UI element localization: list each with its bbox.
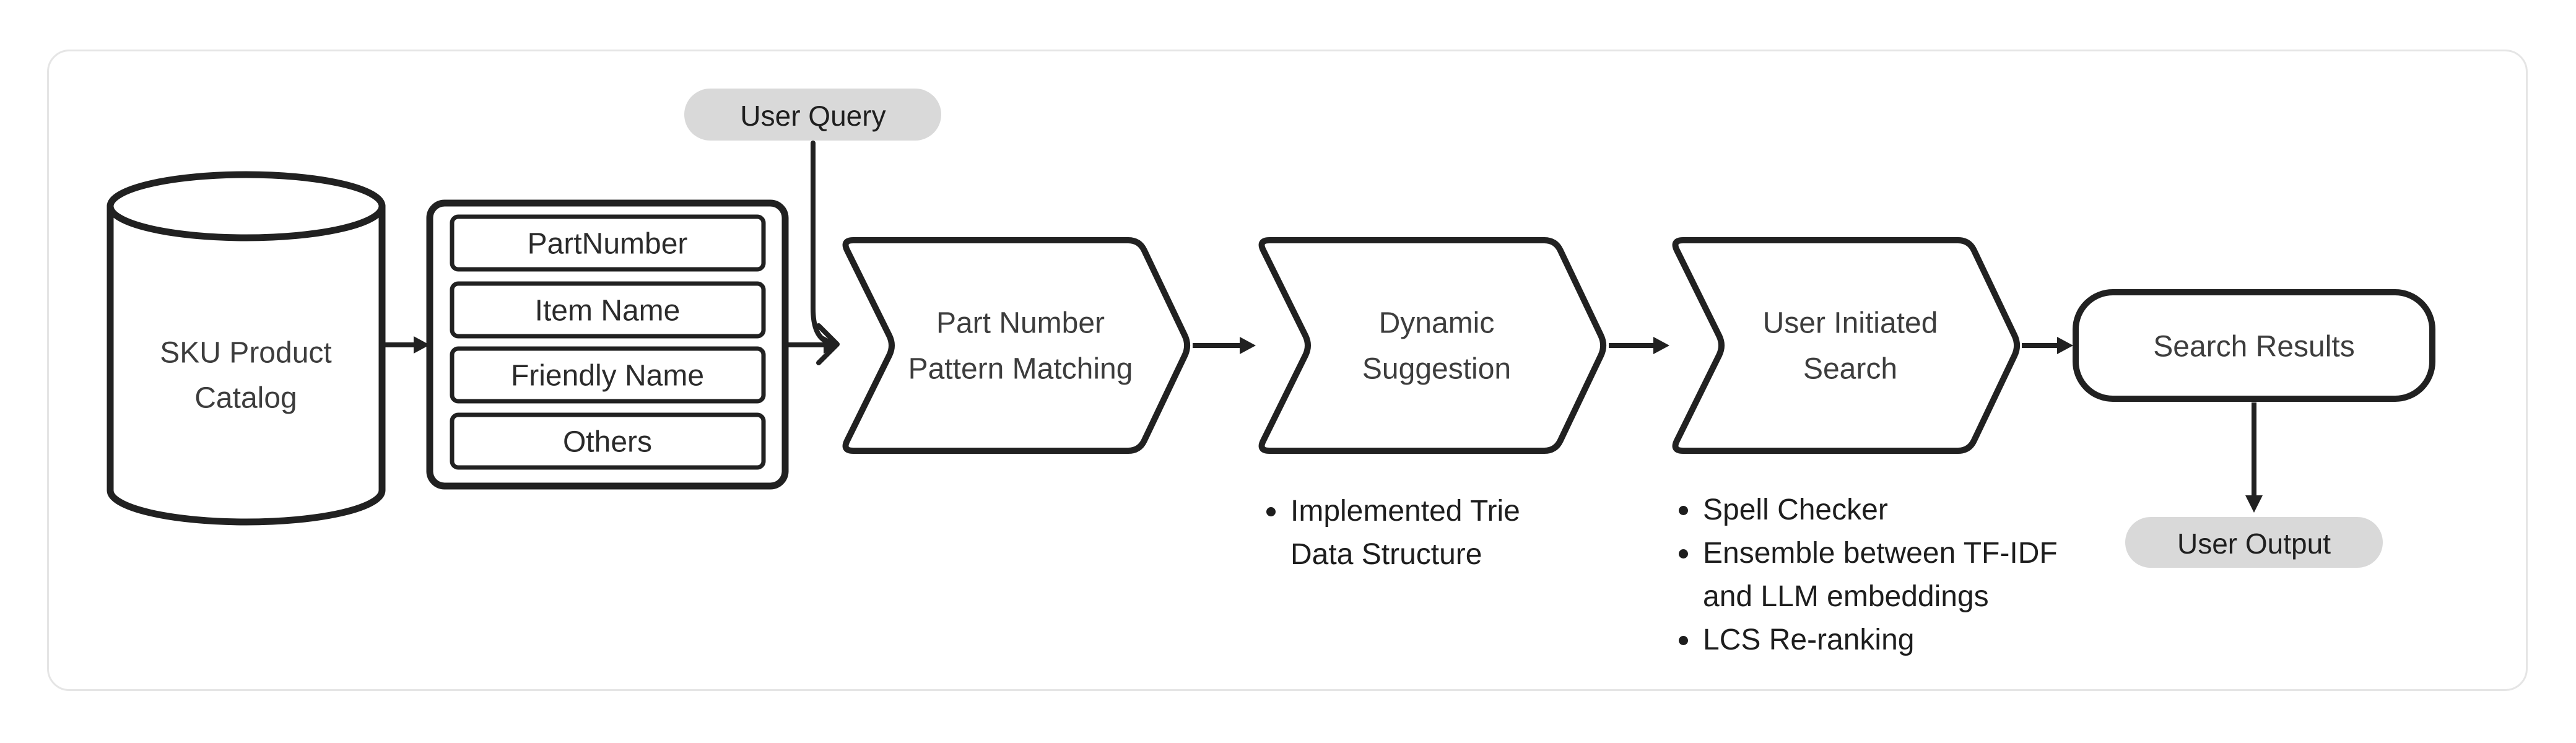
- note-item: LCS Re-ranking: [1679, 619, 2058, 662]
- edge-pattern-to-suggestion: [1193, 337, 1256, 354]
- user-initiated-search-notes: Spell Checker Ensemble between TF-IDF an…: [1679, 489, 2058, 662]
- arrowhead-icon: [1240, 337, 1256, 354]
- user-initiated-search-label-line2: Search: [1803, 353, 1897, 386]
- dynamic-suggestion-node: Dynamic Suggestion: [1262, 240, 1604, 451]
- arrowhead-down-icon: [2245, 495, 2263, 513]
- edge-suggestion-to-search: [1609, 337, 1669, 354]
- bullet-icon: [1266, 507, 1276, 516]
- database-cylinder-top: [107, 171, 386, 241]
- user-output-label: User Output: [2177, 528, 2331, 560]
- user-output-pill: [2125, 517, 2383, 568]
- user-query-label: User Query: [740, 100, 886, 132]
- user-initiated-search-label-line1: User Initiated: [1763, 307, 1938, 340]
- sku-product-catalog-node: SKU Product Catalog: [107, 171, 386, 526]
- edge-user-query-curve: [811, 141, 835, 345]
- edge-fields-to-pattern-matching: [788, 336, 840, 354]
- arrowhead-icon: [414, 336, 430, 354]
- edge-catalog-to-fields: [385, 336, 430, 354]
- note-line: and LLM embeddings: [1703, 580, 1989, 613]
- note-line: Ensemble between TF-IDF: [1703, 537, 2058, 570]
- bullet-icon: [1679, 506, 1688, 515]
- note-item: Ensemble between TF-IDF and LLM embeddin…: [1679, 532, 2058, 619]
- user-query-pill: [684, 89, 941, 141]
- search-results-node: Search Results: [2073, 289, 2435, 402]
- field-row: [450, 214, 766, 272]
- bullet-icon: [1679, 549, 1688, 558]
- field-row-label: PartNumber: [528, 228, 688, 261]
- database-cylinder-body: [107, 206, 386, 526]
- user-initiated-search-node: User Initiated Search: [1676, 240, 2017, 451]
- note-item: Implemented Trie Data Structure: [1266, 490, 1520, 576]
- dynamic-suggestion-label-line1: Dynamic: [1379, 307, 1495, 340]
- arrowhead-icon: [824, 336, 840, 354]
- pattern-matching-label-line2: Pattern Matching: [908, 353, 1133, 386]
- note-line: LCS Re-ranking: [1703, 624, 1915, 656]
- catalog-fields-node: PartNumber Item Name Friendly Name Other…: [426, 199, 789, 490]
- arrowhead-icon: [1653, 337, 1669, 354]
- user-output-node: User Output: [2125, 517, 2383, 568]
- field-row: [450, 281, 766, 339]
- field-row-label: Item Name: [535, 295, 681, 328]
- field-row: [450, 412, 766, 470]
- edge-user-query-to-pattern-matching: [811, 141, 840, 365]
- chevron-shape: [846, 240, 1188, 451]
- bullet-icon: [1679, 636, 1688, 645]
- field-row-label: Friendly Name: [511, 360, 704, 393]
- chevron-shape: [1262, 240, 1604, 451]
- edge-search-to-results: [2022, 337, 2073, 354]
- pattern-matching-node: Part Number Pattern Matching: [846, 240, 1188, 451]
- note-line: Spell Checker: [1703, 493, 1888, 526]
- edge-results-to-output: [2245, 402, 2263, 513]
- pattern-matching-label-line1: Part Number: [936, 307, 1105, 340]
- user-query-node: User Query: [684, 89, 941, 141]
- field-row-label: Others: [563, 426, 652, 459]
- note-line: Implemented Trie: [1290, 495, 1520, 528]
- dynamic-suggestion-notes: Implemented Trie Data Structure: [1266, 490, 1520, 576]
- note-item: Spell Checker: [1679, 489, 2058, 532]
- sku-catalog-label-line1: SKU Product: [160, 337, 331, 370]
- search-results-label: Search Results: [2153, 331, 2354, 363]
- search-results-box: [2073, 289, 2435, 402]
- chevron-shape: [1676, 240, 2017, 451]
- arrowhead-icon: [2057, 337, 2073, 354]
- field-row: [450, 346, 766, 404]
- dynamic-suggestion-label-line2: Suggestion: [1362, 353, 1511, 386]
- note-line: Data Structure: [1290, 538, 1482, 571]
- sku-catalog-label-line2: Catalog: [194, 382, 297, 415]
